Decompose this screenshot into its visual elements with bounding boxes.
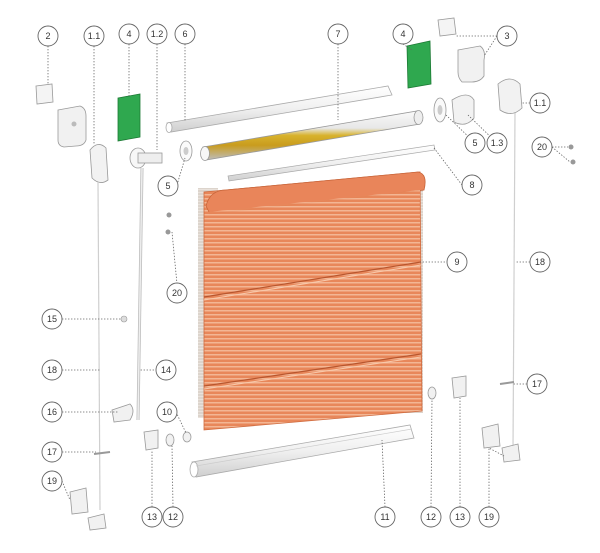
svg-text:18: 18 — [535, 257, 545, 267]
callout-1-1-left: 1.1 — [83, 25, 105, 47]
svg-text:3: 3 — [504, 31, 509, 41]
svg-text:7: 7 — [335, 29, 340, 39]
rod-part-8 — [227, 144, 436, 182]
svg-text:1.1: 1.1 — [88, 31, 101, 41]
callout-17-right: 17 — [526, 373, 548, 395]
callout-1-2: 1.2 — [146, 23, 168, 45]
chain-part-14 — [136, 167, 144, 421]
end-cap-part-13-left — [143, 429, 159, 451]
callout-18-right: 18 — [529, 251, 551, 273]
svg-text:14: 14 — [161, 365, 171, 375]
end-cap-part-10 — [182, 431, 192, 443]
green-part-4-left — [117, 93, 141, 142]
svg-text:16: 16 — [47, 407, 57, 417]
svg-text:19: 19 — [47, 476, 57, 486]
screws-part-20-right — [568, 144, 576, 165]
callout-8: 8 — [461, 174, 483, 196]
callout-5-right: 5 — [464, 132, 486, 154]
end-plug-part-5-right — [433, 97, 447, 123]
svg-text:11: 11 — [380, 512, 389, 522]
svg-text:18: 18 — [47, 365, 57, 375]
callout-3: 3 — [496, 25, 518, 47]
svg-text:1.1: 1.1 — [534, 98, 547, 108]
bracket-cap-part-2 — [35, 83, 87, 148]
callout-6: 6 — [174, 23, 196, 45]
callout-17-left: 17 — [41, 441, 63, 463]
svg-text:5: 5 — [165, 181, 170, 191]
callout-19-left: 19 — [41, 470, 63, 492]
clip-part-16 — [111, 403, 134, 423]
svg-text:6: 6 — [182, 29, 187, 39]
callout-13-right: 13 — [449, 506, 471, 528]
svg-text:10: 10 — [162, 407, 172, 417]
callout-10: 10 — [156, 401, 178, 423]
callout-1-1-right: 1.1 — [529, 92, 551, 114]
callout-15: 15 — [41, 308, 63, 330]
svg-text:1.3: 1.3 — [491, 138, 504, 148]
cord-part-18-left — [97, 181, 101, 511]
tension-part-19-right — [481, 423, 521, 463]
svg-text:12: 12 — [426, 512, 436, 522]
end-cap-part-12-left — [165, 433, 175, 447]
callout-4-right: 4 — [392, 23, 414, 45]
svg-text:15: 15 — [47, 314, 57, 324]
screws-part-20-left — [165, 212, 172, 235]
svg-text:4: 4 — [400, 29, 405, 39]
callout-19-right: 19 — [478, 506, 500, 528]
callout-14: 14 — [155, 359, 177, 381]
leader-lines — [47, 35, 571, 508]
callout-20-right: 20 — [531, 136, 553, 158]
svg-text:9: 9 — [454, 257, 459, 267]
svg-text:19: 19 — [484, 512, 494, 522]
tension-part-19-left — [69, 487, 107, 531]
svg-text:13: 13 — [147, 512, 157, 522]
bracket-part-1-1-right — [497, 78, 523, 114]
callout-13-left: 13 — [141, 506, 163, 528]
clutch-part-1-2 — [129, 140, 193, 169]
svg-text:8: 8 — [469, 180, 474, 190]
end-cap-part-12-right — [427, 386, 437, 400]
svg-text:5: 5 — [472, 138, 477, 148]
svg-text:12: 12 — [168, 512, 178, 522]
fabric-part-9 — [198, 171, 426, 431]
svg-text:1.2: 1.2 — [151, 29, 164, 39]
end-cap-part-13-right — [451, 375, 467, 399]
callout-2: 2 — [37, 25, 59, 47]
callout-5-left: 5 — [157, 175, 179, 197]
roller-tube-part-7 — [200, 110, 424, 161]
callout-4-left: 4 — [118, 23, 140, 45]
svg-text:13: 13 — [455, 512, 465, 522]
pin-part-17-right — [499, 381, 515, 385]
callout-12-right: 12 — [420, 506, 442, 528]
svg-text:2: 2 — [45, 31, 50, 41]
tube-part-6 — [165, 85, 393, 133]
pin-part-17-left — [93, 451, 111, 455]
callout-12-left: 12 — [162, 506, 184, 528]
end-plug-part-1-3 — [451, 94, 475, 125]
callout-16: 16 — [41, 401, 63, 423]
svg-text:17: 17 — [532, 379, 542, 389]
green-part-4-right — [406, 40, 432, 89]
callout-7: 7 — [327, 23, 349, 45]
svg-text:17: 17 — [47, 447, 57, 457]
callout-18-left: 18 — [41, 359, 63, 381]
callout-11: 11 — [374, 506, 396, 528]
callout-9: 9 — [446, 251, 468, 273]
callout-1-3: 1.3 — [486, 132, 508, 154]
bracket-part-1-1-left — [89, 144, 109, 183]
svg-text:20: 20 — [172, 288, 182, 298]
weight-part-15 — [120, 315, 128, 323]
cord-part-18-right — [512, 111, 516, 451]
callouts: 2 1.1 4 1.2 6 7 4 3 1.1 5 1.3 20 5 8 9 1… — [37, 23, 553, 528]
svg-text:4: 4 — [126, 29, 131, 39]
bottom-bar-part-11 — [189, 424, 415, 478]
svg-text:20: 20 — [537, 142, 547, 152]
callout-20-left: 20 — [166, 282, 188, 304]
bracket-cap-part-3 — [437, 17, 485, 83]
